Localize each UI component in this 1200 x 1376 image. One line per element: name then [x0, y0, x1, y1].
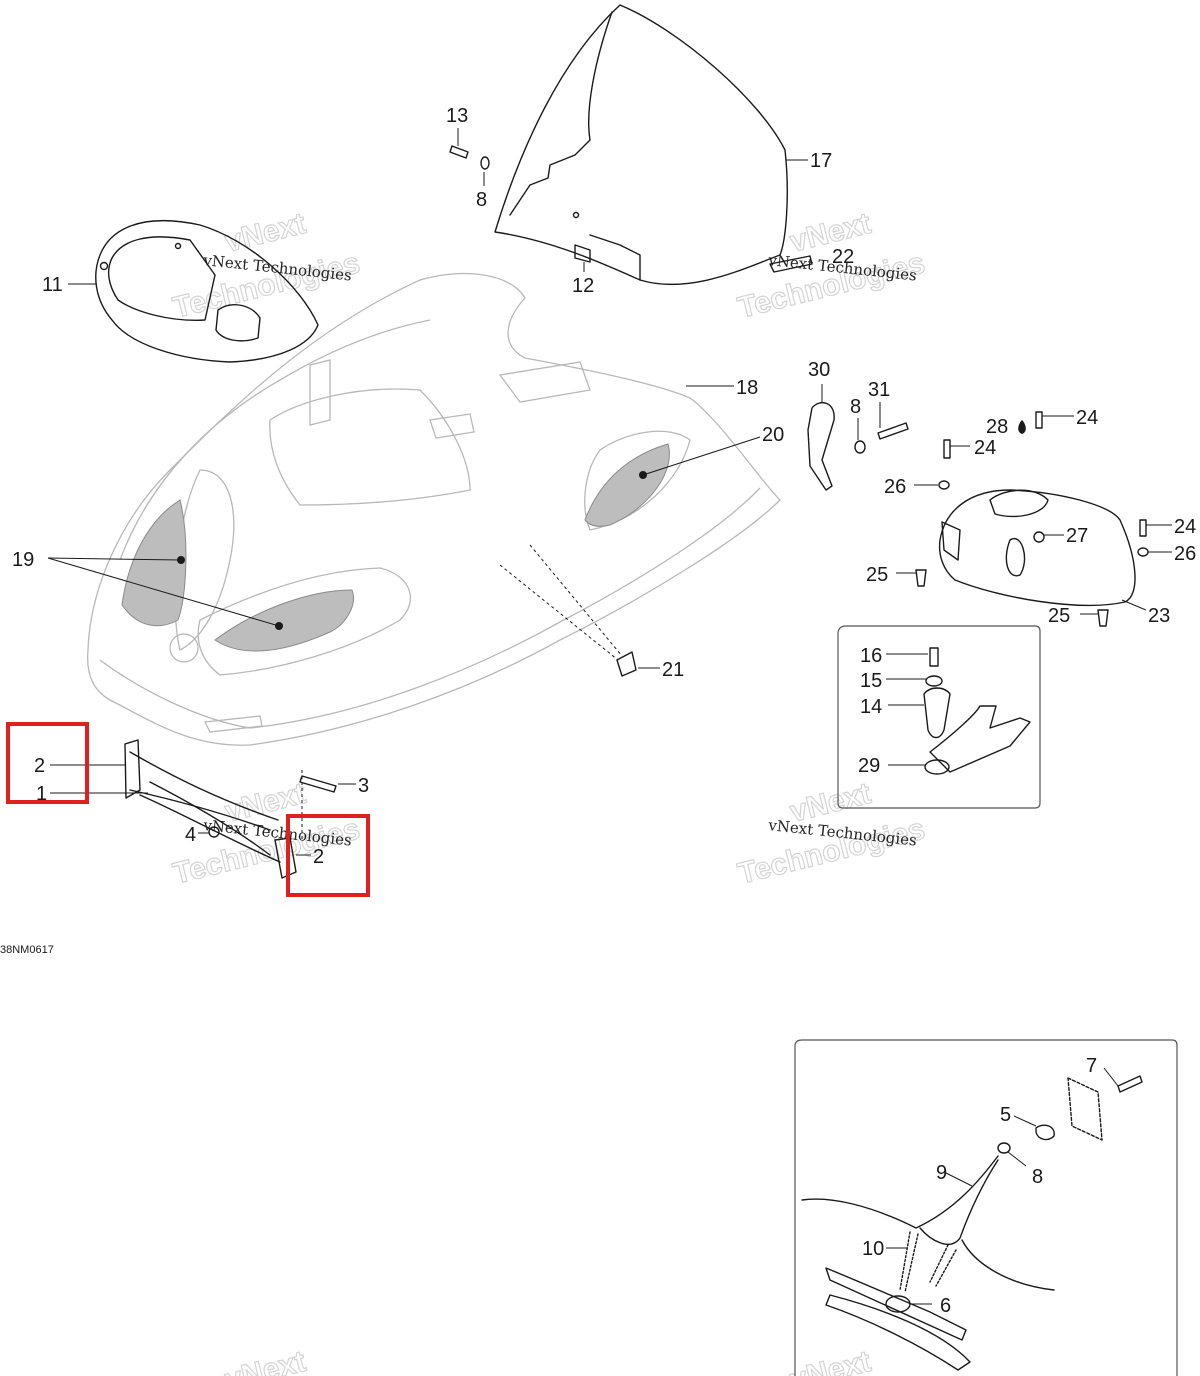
- callout-2: 2: [313, 846, 324, 868]
- callout-20: 20: [762, 424, 784, 446]
- callout-7: 7: [1086, 1055, 1097, 1077]
- callout-5: 5: [1000, 1104, 1011, 1126]
- inset-grommet: [837, 625, 1041, 809]
- callout-28: 28: [986, 416, 1008, 438]
- callout-4: 4: [185, 824, 196, 846]
- callout-8: 8: [476, 189, 487, 211]
- watermark-big-top: vNext: [787, 1345, 874, 1376]
- windshield-hardware: [449, 145, 813, 273]
- highlight-box-right: [286, 814, 370, 897]
- callout-14: 14: [860, 696, 882, 718]
- callout-19: 19: [12, 549, 34, 571]
- dashboard-panel: [95, 219, 319, 363]
- callout-18: 18: [736, 377, 758, 399]
- callout-15: 15: [860, 670, 882, 692]
- watermark-big-top: vNext: [222, 207, 309, 259]
- callout-8: 8: [1032, 1166, 1043, 1188]
- callout-10: 10: [862, 1238, 884, 1260]
- watermark-big-top: vNext: [787, 207, 874, 259]
- callout-11: 11: [42, 274, 63, 296]
- callout-26: 26: [884, 476, 906, 498]
- callout-29: 29: [858, 755, 880, 777]
- callout-24: 24: [1076, 407, 1098, 429]
- callout-31: 31: [868, 379, 890, 401]
- hood-support: [124, 739, 337, 879]
- callout-13: 13: [446, 105, 468, 127]
- callout-8: 8: [850, 396, 861, 418]
- highlight-box-left: [6, 722, 89, 804]
- windshield: [494, 4, 788, 286]
- callout-21: 21: [662, 659, 684, 681]
- watermark-big-top: vNext: [222, 1345, 309, 1376]
- side-bracket: [807, 401, 909, 491]
- leader-lines: [47, 128, 1172, 1305]
- callout-2: 2: [34, 755, 45, 777]
- callout-27: 27: [1066, 525, 1088, 547]
- clip: [616, 651, 637, 677]
- callout-6: 6: [940, 1295, 951, 1317]
- callout-30: 30: [808, 359, 830, 381]
- callout-1: 1: [36, 783, 47, 805]
- callout-16: 16: [860, 645, 882, 667]
- grille-center: [214, 589, 354, 652]
- diagram-code: 38NM0617: [0, 944, 54, 956]
- callout-3: 3: [358, 775, 369, 797]
- callout-26: 26: [1174, 543, 1196, 565]
- callout-12: 12: [572, 275, 594, 297]
- watermark-group: vNext Technologies vNext Technologies vN…: [169, 206, 929, 1376]
- callout-24: 24: [1174, 516, 1196, 538]
- callout-23: 23: [1148, 605, 1170, 627]
- engine-cover: [938, 489, 1136, 607]
- grille-right: [584, 443, 670, 527]
- callout-24: 24: [974, 437, 996, 459]
- callout-25: 25: [1048, 605, 1070, 627]
- callout-25: 25: [866, 564, 888, 586]
- hood-body: [86, 272, 781, 746]
- inset-cable: [794, 1039, 1178, 1376]
- callout-labels: 13 8 12 17 22 11 18 20 19 21 30 8 31 28 …: [12, 105, 1196, 1317]
- callout-17: 17: [810, 150, 832, 172]
- callout-22: 22: [832, 246, 854, 268]
- cover-hardware: [915, 411, 1149, 627]
- callout-9: 9: [936, 1162, 947, 1184]
